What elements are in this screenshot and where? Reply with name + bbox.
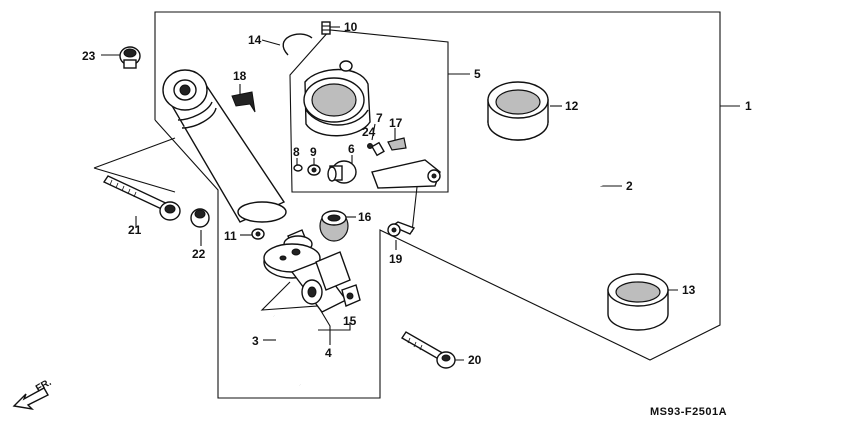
callout-16: 16	[358, 210, 372, 224]
callout-21: 21	[128, 223, 142, 237]
callout-14: 14	[248, 33, 262, 47]
callout-7: 7	[376, 111, 383, 125]
lower-bolt-part	[401, 331, 456, 369]
adjuster-knob-part	[327, 160, 357, 184]
bushing-part	[319, 210, 349, 242]
callout-8: 8	[293, 145, 300, 159]
detent-ball-part	[367, 143, 373, 149]
long-bolt-part	[102, 175, 181, 221]
callout-5: 5	[474, 67, 481, 81]
callout-13: 13	[682, 283, 696, 297]
lower-mount-clevis	[263, 243, 361, 313]
upper-spring-seat-part	[487, 81, 549, 141]
front-direction-indicator: FR.	[12, 377, 54, 411]
mounting-bolt-part	[387, 221, 416, 237]
label-part	[387, 137, 407, 151]
damper-subassembly-frame	[289, 29, 449, 193]
callout-6: 6	[348, 142, 355, 156]
assembly-frame	[154, 11, 721, 399]
callout-labels: 1 2 3 4 5 6 7 8 9 10 11 12 13 14 15 16 1…	[82, 20, 752, 367]
callout-19: 19	[389, 252, 403, 266]
lower-spring-seat-part	[607, 273, 669, 331]
callout-3: 3	[252, 334, 259, 348]
callout-22: 22	[192, 247, 206, 261]
washer-part	[307, 164, 321, 176]
callout-1: 1	[745, 99, 752, 113]
detent-spring-part	[371, 141, 385, 157]
front-arrow-icon	[12, 387, 49, 411]
small-spring-part	[321, 21, 331, 35]
callout-15: 15	[343, 314, 357, 328]
callout-12: 12	[565, 99, 579, 113]
callout-2: 2	[626, 179, 633, 193]
callout-4: 4	[325, 346, 332, 360]
circlip-part	[282, 33, 313, 56]
callout-24: 24	[362, 125, 376, 139]
clip-part	[231, 91, 256, 113]
callout-20: 20	[468, 353, 482, 367]
cap-nut-part	[119, 46, 141, 69]
drawing-code: MS93-F2501A	[650, 406, 727, 418]
callout-18: 18	[233, 69, 247, 83]
hose-part	[272, 315, 302, 386]
callout-17: 17	[389, 116, 403, 130]
callout-23: 23	[82, 49, 96, 63]
callout-11: 11	[224, 229, 237, 243]
callout-10: 10	[344, 20, 358, 34]
nut-part	[190, 208, 210, 228]
coil-spring-part	[525, 146, 643, 282]
screw-part	[293, 164, 303, 172]
damper-reservoir	[303, 60, 441, 189]
callout-9: 9	[310, 145, 317, 159]
shock-absorber-body	[162, 69, 313, 257]
small-bolt-part	[251, 228, 265, 240]
front-label: FR.	[34, 377, 54, 395]
